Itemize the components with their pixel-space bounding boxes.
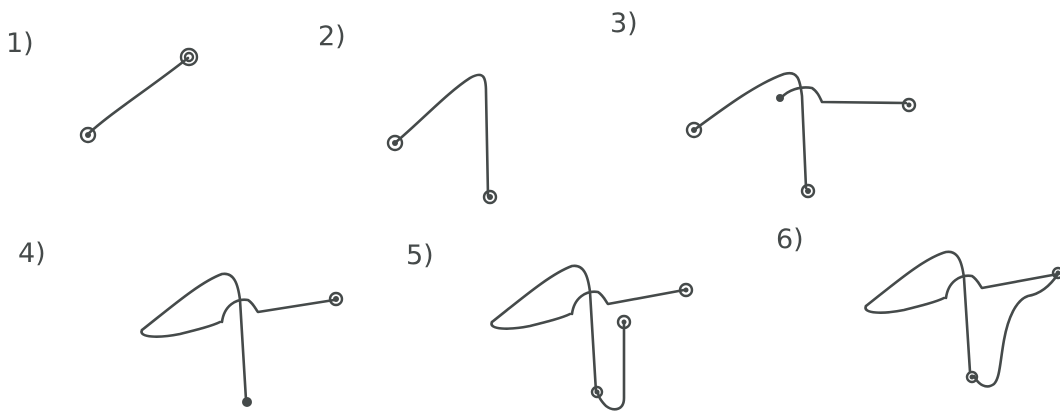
step-6-wrap-strand	[974, 274, 1058, 386]
step-3-crossing-strand	[781, 87, 906, 103]
step-2-strand	[396, 75, 488, 196]
step-4-right-end	[330, 293, 342, 305]
step-4-label: 4)	[18, 238, 46, 269]
step-2-start-end	[388, 136, 402, 150]
step-6-right-end	[1053, 268, 1060, 278]
step-6: 6)	[776, 224, 1060, 386]
step-1-start-end	[81, 128, 95, 142]
step-3-right-end	[903, 99, 915, 111]
step-3-start-end	[687, 123, 701, 137]
step-6-crossing-strand	[946, 274, 1058, 298]
step-1-finish-end	[181, 49, 197, 65]
step-4-bottom-end	[242, 397, 252, 407]
step-5-loop-strand	[492, 314, 570, 329]
step-2: 2)	[318, 21, 496, 203]
step-3-crossing-end	[776, 94, 784, 102]
step-5-tucked-strand	[598, 322, 624, 409]
step-4: 4)	[18, 238, 342, 407]
step-1-strand	[88, 58, 188, 134]
step-4-crossing-strand	[222, 300, 334, 322]
step-1: 1)	[6, 28, 197, 142]
step-6-label: 6)	[776, 224, 804, 255]
step-1-label: 1)	[6, 28, 34, 59]
step-2-label: 2)	[318, 21, 346, 52]
step-5-crossing-strand	[572, 290, 684, 314]
step-5: 5)	[406, 240, 692, 409]
step-3-label: 3)	[610, 8, 638, 39]
step-3-bottom-end	[802, 185, 814, 197]
step-5-label: 5)	[406, 240, 434, 271]
step-4-loop-strand	[142, 322, 220, 337]
step-2-finish-end	[484, 191, 496, 203]
step-6-loop-strand	[866, 298, 944, 313]
step-3: 3)	[610, 8, 915, 197]
